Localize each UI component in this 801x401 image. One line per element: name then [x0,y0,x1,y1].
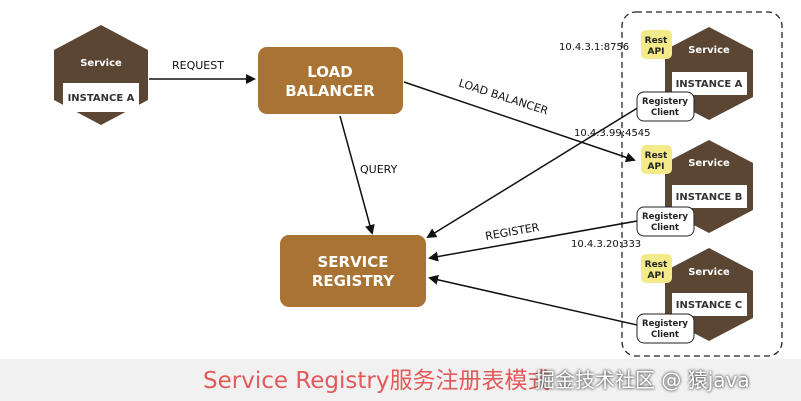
service-instance-b: Service INSTANCE B Rest API Registery Cl… [636,140,753,237]
client-service-node: Service INSTANCE A [54,25,148,125]
load-balancer-label-line1: LOAD [307,63,352,81]
registry-client-a-arrow [426,106,640,239]
service-registry-label-line1: SERVICE [317,253,388,271]
instance-b-rest-label: Rest [645,151,668,161]
client-service-label: Service [80,58,122,69]
client-instance-label: INSTANCE A [68,93,135,104]
instance-b-client-label: Client [651,223,679,233]
service-registry-label-line2: REGISTRY [312,272,395,290]
instances-group-frame [621,11,783,357]
instance-b-service-label: Service [688,158,730,169]
request-label: REQUEST [172,59,224,72]
instance-c-registry-client-label: Registery [642,319,688,329]
registry-client-b-arrow [428,220,638,262]
instance-a-label: INSTANCE A [676,79,743,90]
instance-a-api-label: API [648,47,665,57]
instance-b-address: 10.4.3.99:4545 [574,128,651,139]
instance-a-service-label: Service [688,45,730,56]
diagram-caption: Service Registry服务注册表模式 [203,368,551,394]
instance-c-client-label: Client [651,330,679,340]
load-balancer-arrow [403,81,636,163]
load-balancer-label-line2: BALANCER [285,82,375,100]
instance-b-api-label: API [648,162,665,172]
service-instance-a: Service INSTANCE A Rest API Registery Cl… [636,27,753,122]
instance-c-service-label: Service [688,267,730,278]
instance-a-client-label: Client [651,108,679,118]
instance-c-rest-label: Rest [645,260,668,270]
instance-a-registry-client-label: Registery [642,97,688,107]
instance-b-label: INSTANCE B [676,192,743,203]
instance-b-registry-client-label: Registery [642,212,688,222]
instance-c-api-label: API [648,271,665,281]
instance-c-label: INSTANCE C [676,300,742,311]
registry-client-c-arrow [428,274,638,326]
caption-band [0,359,801,401]
instance-a-address: 10.4.3.1:8756 [559,42,629,53]
instance-a-rest-label: Rest [645,36,668,46]
instance-c-address: 10.4.3.20:333 [571,239,641,250]
query-label: QUERY [360,163,398,176]
service-instance-c: Service INSTANCE C Rest API Registery Cl… [636,248,753,344]
query-arrow [339,115,375,235]
watermark-text: 掘金技术社区 @ 猿java [535,368,750,392]
load-balancer-edge-label: LOAD BALANCER [457,76,550,117]
load-balancer-node: LOAD BALANCER [258,47,403,114]
service-registry-node: SERVICE REGISTRY [280,235,426,307]
